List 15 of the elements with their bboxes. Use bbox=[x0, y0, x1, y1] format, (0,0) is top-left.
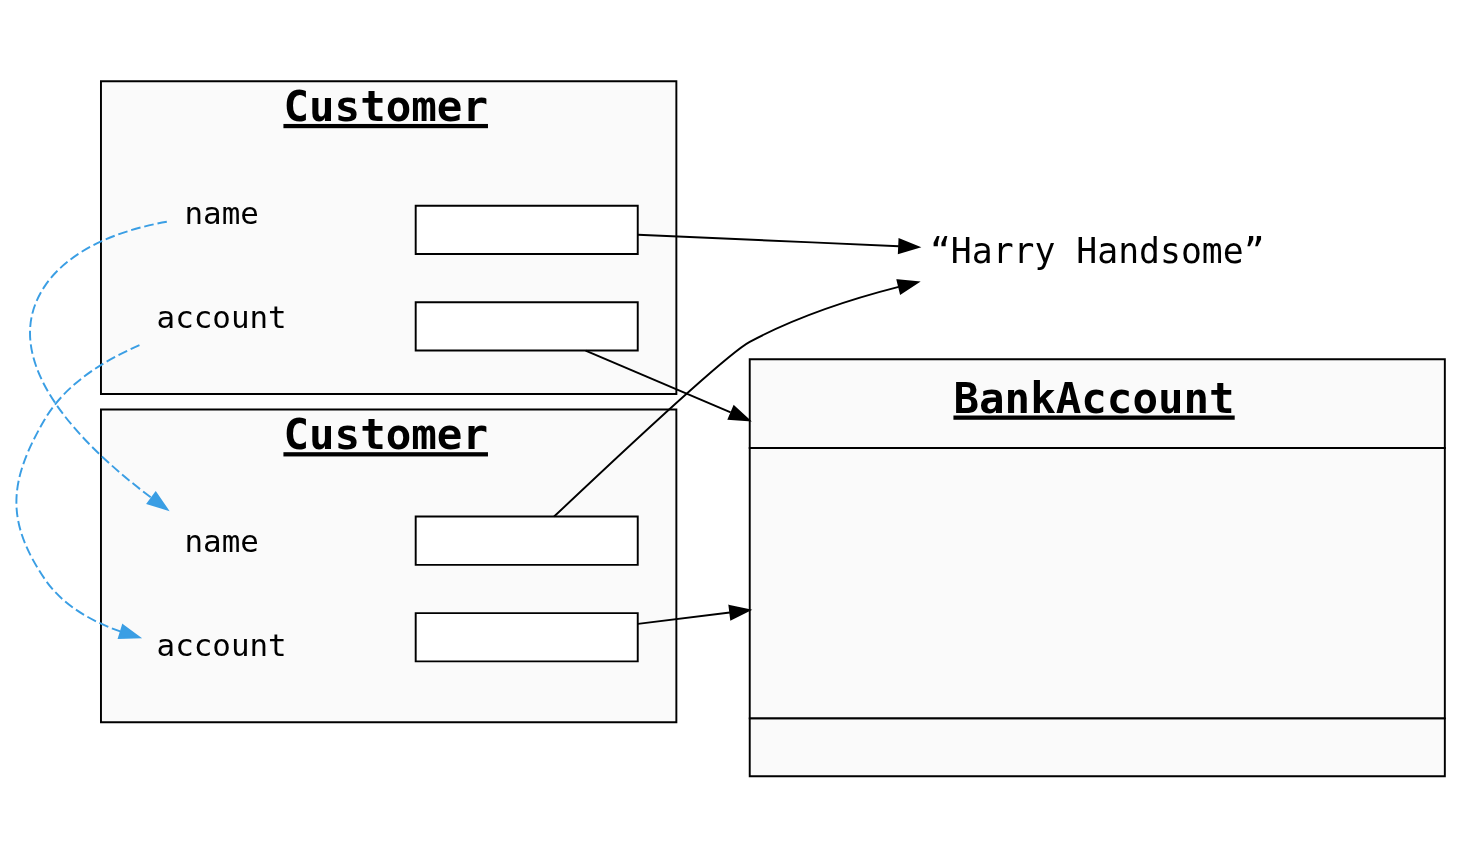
node-text: account bbox=[156, 627, 287, 664]
node-box bbox=[414, 301, 639, 352]
node-text: “Harry Handsome” bbox=[929, 231, 1265, 272]
node-box bbox=[414, 612, 639, 663]
node-text: name bbox=[184, 194, 259, 231]
node-box bbox=[414, 515, 639, 566]
node-box bbox=[414, 204, 639, 255]
arrow bbox=[15, 344, 143, 640]
arrow bbox=[553, 279, 921, 518]
arrow bbox=[29, 220, 170, 512]
arrow bbox=[636, 233, 922, 255]
arrow bbox=[584, 349, 752, 422]
node-text: account bbox=[156, 298, 287, 335]
arrow bbox=[636, 604, 753, 625]
node-text: name bbox=[184, 522, 259, 559]
